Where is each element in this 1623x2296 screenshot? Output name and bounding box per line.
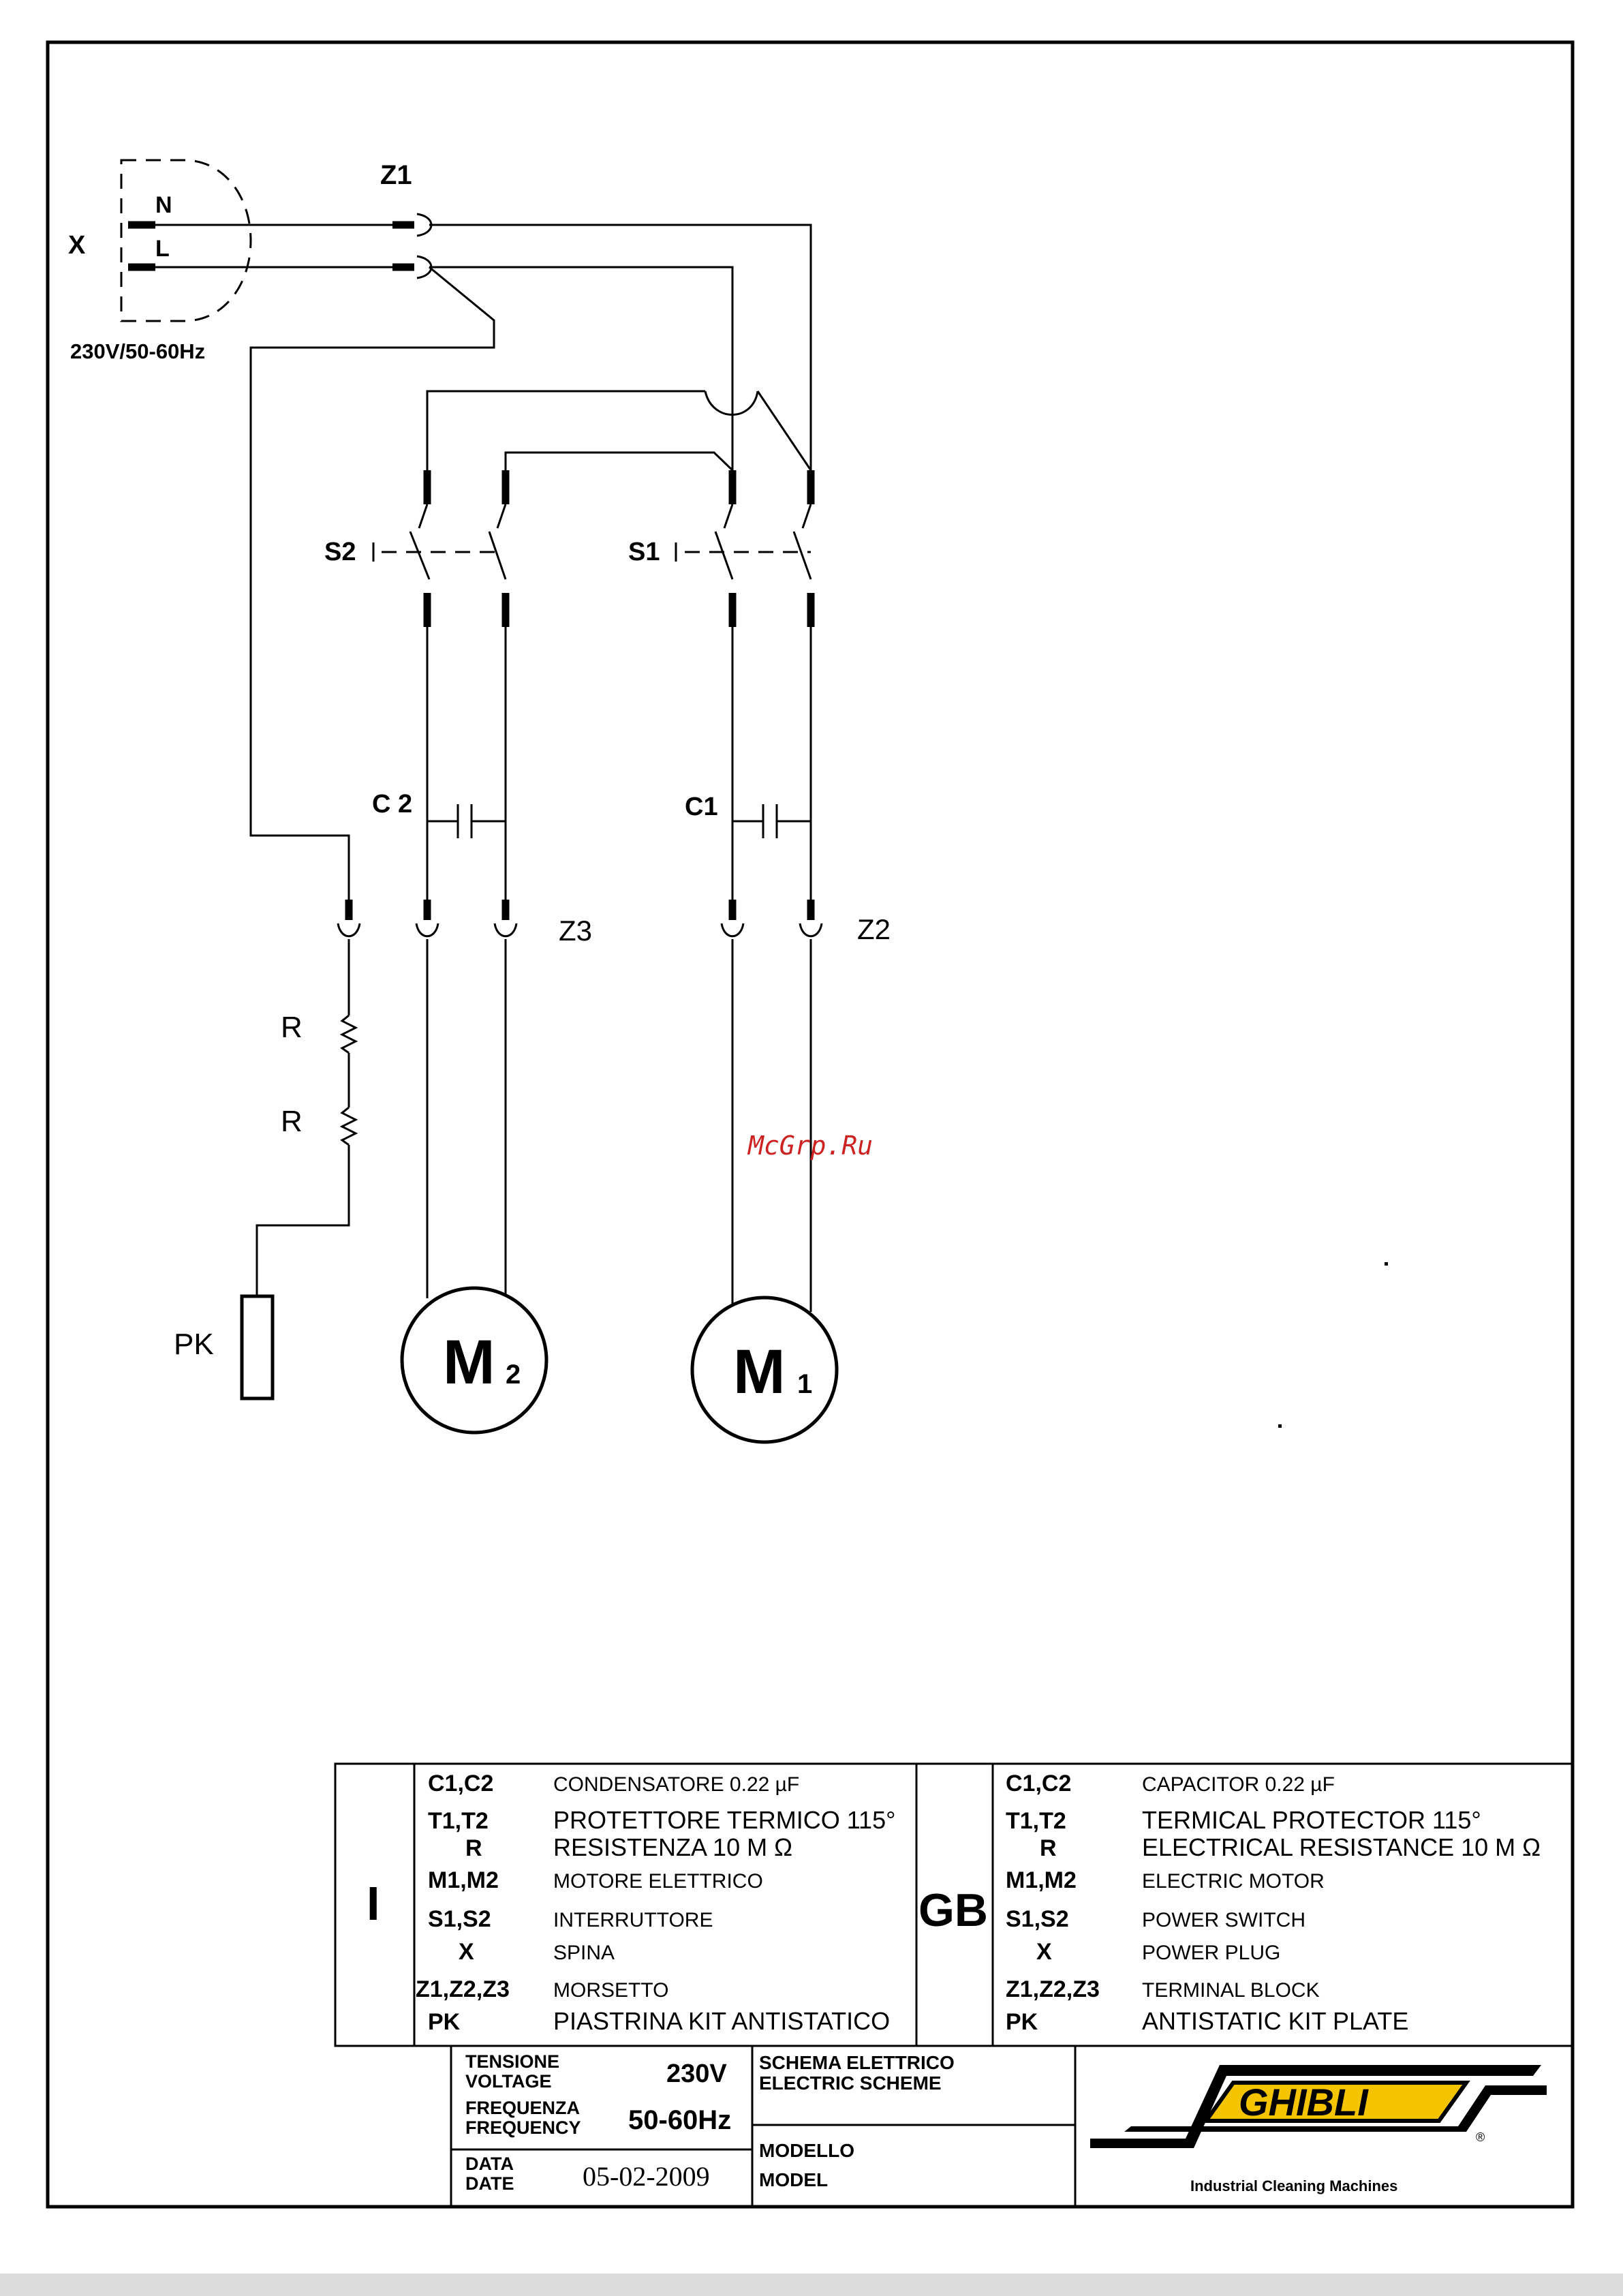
ghibli-logo: GHIBLI ® Industrial Cleaning Machines [1090,2065,1547,2194]
r1-label: R [281,1011,303,1044]
s2-label: S2 [324,538,356,566]
switch-s1 [675,470,815,627]
m2-label: M [443,1328,495,1397]
legend-gb-code-4: S1,S2 [1006,1906,1069,1932]
m1-label: M [733,1337,786,1407]
date-label: DATE [465,2173,514,2194]
c1-label: C1 [685,793,718,821]
pk-label: PK [174,1328,214,1361]
voltage-label: VOLTAGE [465,2071,552,2092]
legend-it-desc-1: PROTETTORE TERMICO 115° [553,1806,896,1834]
legend-it-code-7: PK [428,2009,461,2035]
neutral-label: N [155,192,172,218]
frequenza-label: FREQUENZA [465,2098,580,2118]
terminal-z2 [720,900,823,938]
m2-subscript: 2 [506,1360,521,1390]
schema-it-label: SCHEMA ELETTRICO [759,2052,955,2073]
legend-gb-desc-5: POWER PLUG [1142,1942,1280,1964]
model-label: MODEL [759,2169,828,2190]
power-plug-x [120,159,252,322]
resistor-r1 [339,1014,358,1054]
legend-gb-lang: GB [918,1884,988,1936]
tensione-label: TENSIONE [465,2051,559,2072]
data-label: DATA [465,2154,514,2174]
legend-it-code-0: C1,C2 [428,1771,493,1796]
line-label: L [155,236,170,262]
legend-it-code-6: Z1,Z2,Z3 [416,1976,510,2002]
legend-it-desc-3: MOTORE ELETTRICO [553,1870,763,1893]
frequency-label: FREQUENCY [465,2117,581,2138]
frequency-value: 50-60Hz [628,2105,731,2135]
r2-label: R [281,1105,303,1138]
z1-label: Z1 [380,160,412,190]
drawing-frame [46,40,1575,2209]
legend-gb-desc-2: ELECTRICAL RESISTANCE 10 M Ω [1142,1833,1541,1861]
legend-it-desc-5: SPINA [553,1942,615,1964]
terminal-z3 [415,900,518,938]
legend-gb-desc-6: TERMINAL BLOCK [1142,1979,1320,2002]
legend-gb-code-3: M1,M2 [1006,1867,1077,1893]
terminal-z1 [392,213,433,279]
legend-it-code-5: X [459,1939,474,1965]
legend-gb-code-6: Z1,Z2,Z3 [1006,1976,1100,2002]
supply-rating-label: 230V/50-60Hz [70,339,205,363]
legend-gb-desc-4: POWER SWITCH [1142,1909,1305,1931]
legend-table: I GB C1,C2 CONDENSATORE 0.22 µF T1,T2 PROTE… [334,1762,1574,2047]
legend-it-code-3: M1,M2 [428,1867,499,1893]
z3-label: Z3 [559,915,592,947]
legend-it-desc-4: INTERRUTTORE [553,1909,713,1931]
s1-label: S1 [628,538,660,566]
legend-it-desc-6: MORSETTO [553,1979,668,2002]
legend-it-code-1: T1,T2 [428,1808,489,1834]
page-bottom-bar [0,2274,1623,2296]
legend-gb-desc-7: ANTISTATIC KIT PLATE [1142,2007,1408,2035]
title-block: TENSIONE VOLTAGE 230V FREQUENZA FREQUENC… [450,2046,1547,2207]
legend-it-lang: I [367,1877,380,1930]
legend-gb-code-5: X [1036,1939,1052,1965]
terminal-resistor-tap [337,900,361,938]
legend-gb-code-2: R [1040,1835,1057,1861]
legend-it-code-2: R [465,1835,482,1861]
brand-tagline: Industrial Cleaning Machines [1190,2177,1397,2194]
legend-it-desc-2: RESISTENZA 10 M Ω [553,1833,792,1861]
brand-name: GHIBLI [1239,2081,1369,2124]
m1-subscript: 1 [797,1369,812,1399]
legend-it-desc-0: CONDENSATORE 0.22 µF [553,1773,799,1796]
motor-m1 [690,1296,839,1444]
plug-label: X [68,231,86,260]
schema-en-label: ELECTRIC SCHEME [759,2072,942,2094]
antistatic-plate-pk [240,1294,275,1400]
legend-it-desc-7: PIASTRINA KIT ANTISTATICO [553,2007,890,2035]
legend-gb-desc-1: TERMICAL PROTECTOR 115° [1142,1806,1481,1834]
capacitor-c2 [427,804,506,838]
switch-s2 [372,470,510,627]
legend-gb-desc-3: ELECTRIC MOTOR [1142,1870,1325,1893]
c2-label: C 2 [372,790,412,818]
voltage-value: 230V [666,2060,727,2088]
z2-label: Z2 [857,913,891,945]
wiring-diagram: X N L 230V/50-60Hz Z1 [68,159,1388,1444]
modello-label: MODELLO [759,2140,854,2161]
legend-it-code-4: S1,S2 [428,1906,491,1932]
motor-m2 [400,1286,548,1435]
date-value: 05-02-2009 [583,2161,710,2192]
legend-gb-code-0: C1,C2 [1006,1771,1071,1796]
legend-gb-desc-0: CAPACITOR 0.22 µF [1142,1773,1335,1796]
resistor-r2 [339,1106,358,1146]
watermark: McGrp.Ru [747,1131,873,1161]
capacitor-c1 [732,804,811,838]
brand-registered-mark: ® [1476,2130,1485,2144]
legend-gb-code-7: PK [1006,2009,1038,2035]
legend-gb-code-1: T1,T2 [1006,1808,1066,1834]
